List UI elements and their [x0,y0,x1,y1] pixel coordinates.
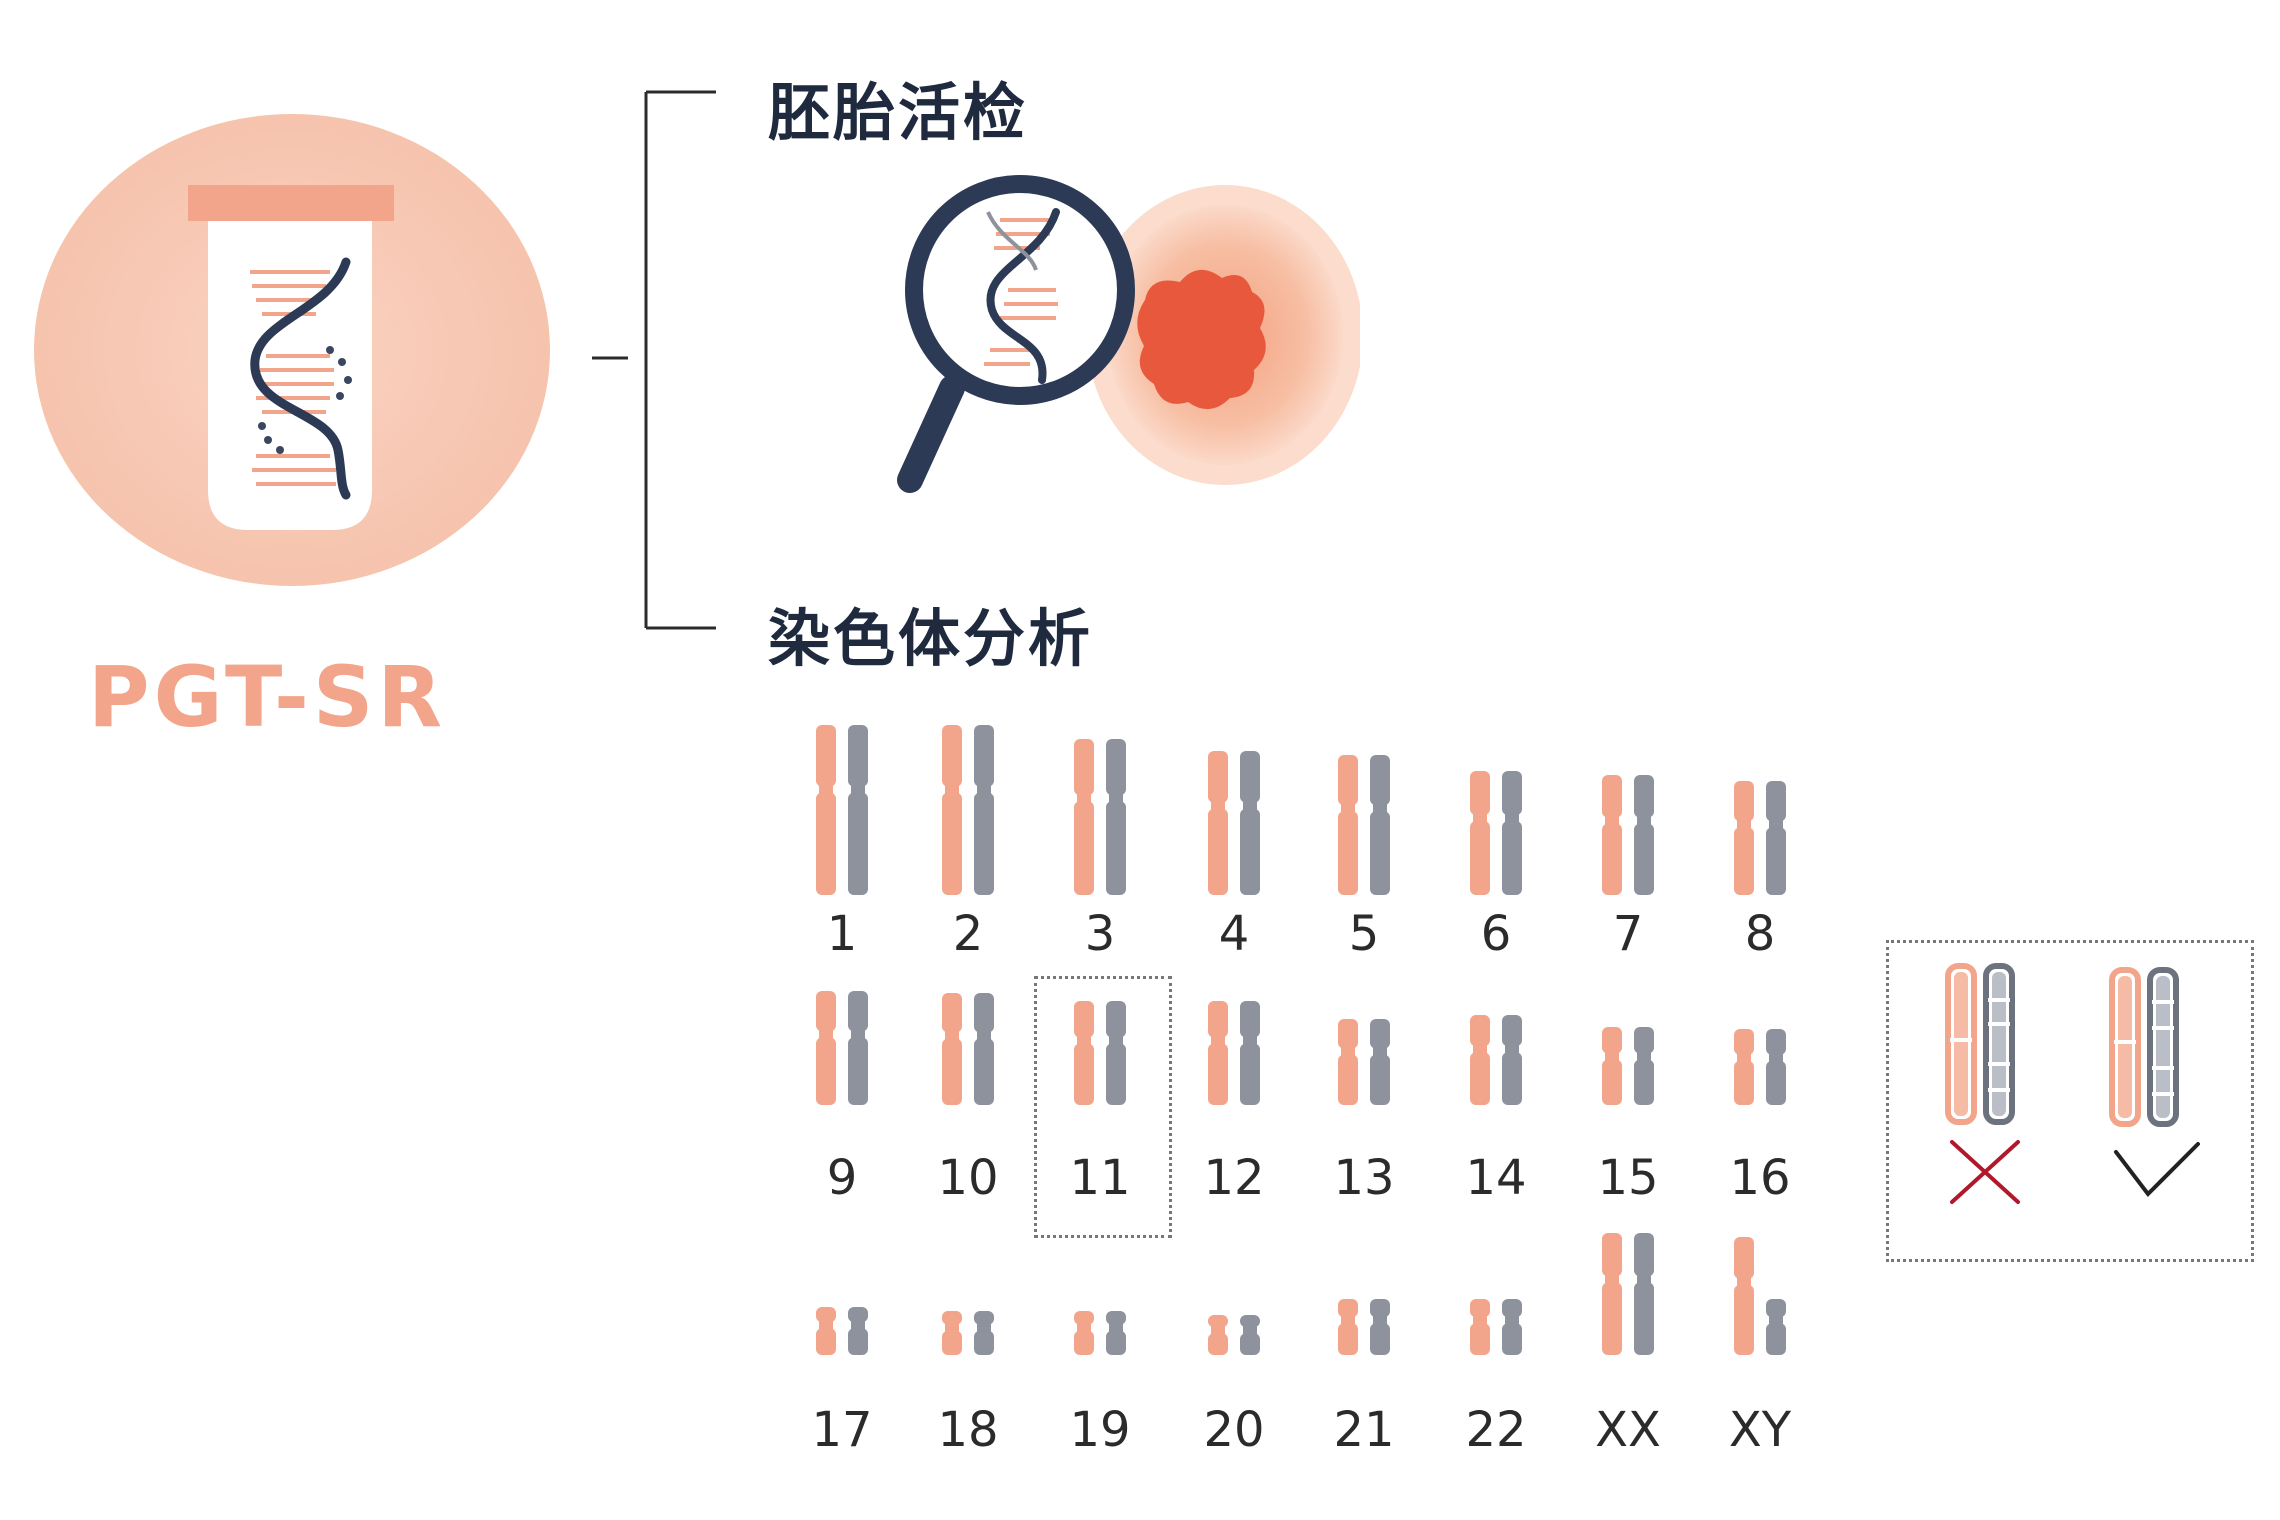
chromosome-label: 22 [1465,1402,1527,1458]
legend-box [1886,940,2254,1262]
cross-icon [1950,1140,2020,1204]
chromosome-label: 20 [1203,1402,1265,1458]
chromosome-label: 12 [1203,1150,1265,1206]
chromosome-1-maternal [816,725,836,895]
chromosome-19-paternal [1106,1311,1126,1355]
chromosome-label: 15 [1597,1150,1659,1206]
chromosome-20-paternal [1240,1315,1260,1355]
chromosome-4-maternal [1208,751,1228,895]
chromosome-12-paternal [1240,1001,1260,1105]
chromosome-17-paternal [848,1307,868,1355]
chromosome-label: 3 [1084,906,1116,962]
chromosome-21-maternal [1338,1299,1358,1355]
chromosome-label: 19 [1069,1402,1131,1458]
magnifier-handle [897,375,965,493]
magnifier-dna-icon [905,175,1135,405]
chromosome-label: 6 [1480,906,1512,962]
chromosome-3-maternal [1074,739,1094,895]
chromosome-7-maternal [1602,775,1622,895]
chromosome-16-maternal [1734,1029,1754,1105]
chromosome-22-paternal [1502,1299,1522,1355]
chromosome-label: 5 [1348,906,1380,962]
chromosome-label: 1 [826,906,858,962]
chromosome-9-maternal [816,991,836,1105]
chromosome-18-maternal [942,1311,962,1355]
chromosome-XY-paternal [1766,1299,1786,1355]
chromosome-18-paternal [974,1311,994,1355]
chromosome-9-paternal [848,991,868,1105]
chromosome-4-paternal [1240,751,1260,895]
chromosome-21-paternal [1370,1299,1390,1355]
chromosome-11-maternal [1074,1001,1094,1105]
brand-title: PGT-SR [88,648,447,746]
chromosome-label: 7 [1612,906,1644,962]
chromosome-label: 13 [1333,1150,1395,1206]
chromosome-11-paternal [1106,1001,1126,1105]
chromosome-label: 2 [952,906,984,962]
chromosome-label: 14 [1465,1150,1527,1206]
chromosome-XX-maternal [1602,1233,1622,1355]
chromosome-label: 17 [811,1402,873,1458]
bracket-connector [592,90,716,630]
chromosome-7-paternal [1634,775,1654,895]
chromosome-label: 4 [1218,906,1250,962]
highlight-box-chromosome-11 [1034,976,1172,1238]
chromosome-15-maternal [1602,1027,1622,1105]
chromosome-8-maternal [1734,781,1754,895]
chromosome-5-maternal [1338,755,1358,895]
test-tube-emblem [34,114,550,586]
chromosome-label: 11 [1069,1150,1131,1206]
chromosome-5-paternal [1370,755,1390,895]
balanced-pair [2109,967,2179,1127]
chromosome-label: XY [1728,1402,1792,1458]
chromosome-label: 8 [1744,906,1776,962]
chromosome-16-paternal [1766,1029,1786,1105]
check-icon [2114,1142,2200,1198]
translocated-pair [1945,963,2015,1125]
chromosome-label: 10 [937,1150,999,1206]
chromosome-2-paternal [974,725,994,895]
chromosome-19-maternal [1074,1311,1094,1355]
chromosome-label: 16 [1729,1150,1791,1206]
chromosome-14-paternal [1502,1015,1522,1105]
chromosome-label: XX [1595,1402,1661,1458]
chromosome-XY-maternal [1734,1237,1754,1355]
chromosome-22-maternal [1470,1299,1490,1355]
chromosome-1-paternal [848,725,868,895]
legend-illustration [1945,963,2200,1204]
chromosome-XX-paternal [1634,1233,1654,1355]
chromosome-13-maternal [1338,1019,1358,1105]
chromosome-10-maternal [942,993,962,1105]
chromosome-label: 18 [937,1402,999,1458]
chromosome-12-maternal [1208,1001,1228,1105]
dna-dots [258,346,352,454]
tube-cap [188,185,394,221]
chromosome-3-paternal [1106,739,1126,895]
chromosome-8-paternal [1766,781,1786,895]
chromosome-20-maternal [1208,1315,1228,1355]
chromosome-label: 9 [826,1150,858,1206]
chromosome-6-maternal [1470,771,1490,895]
chromosome-10-paternal [974,993,994,1105]
chromosome-label: 21 [1333,1402,1395,1458]
chromosome-6-paternal [1502,771,1522,895]
biopsy-illustration [897,175,1360,493]
chromosome-17-maternal [816,1307,836,1355]
step-biopsy-title: 胚胎活检 [768,76,1029,149]
dna-strand [250,257,351,500]
embryo-cell-icon [1087,185,1360,485]
chromosome-13-paternal [1370,1019,1390,1105]
step-analysis-title: 染色体分析 [768,602,1094,675]
chromosome-14-maternal [1470,1015,1490,1105]
chromosome-15-paternal [1634,1027,1654,1105]
chromosome-2-maternal [942,725,962,895]
tube-body [208,221,372,530]
